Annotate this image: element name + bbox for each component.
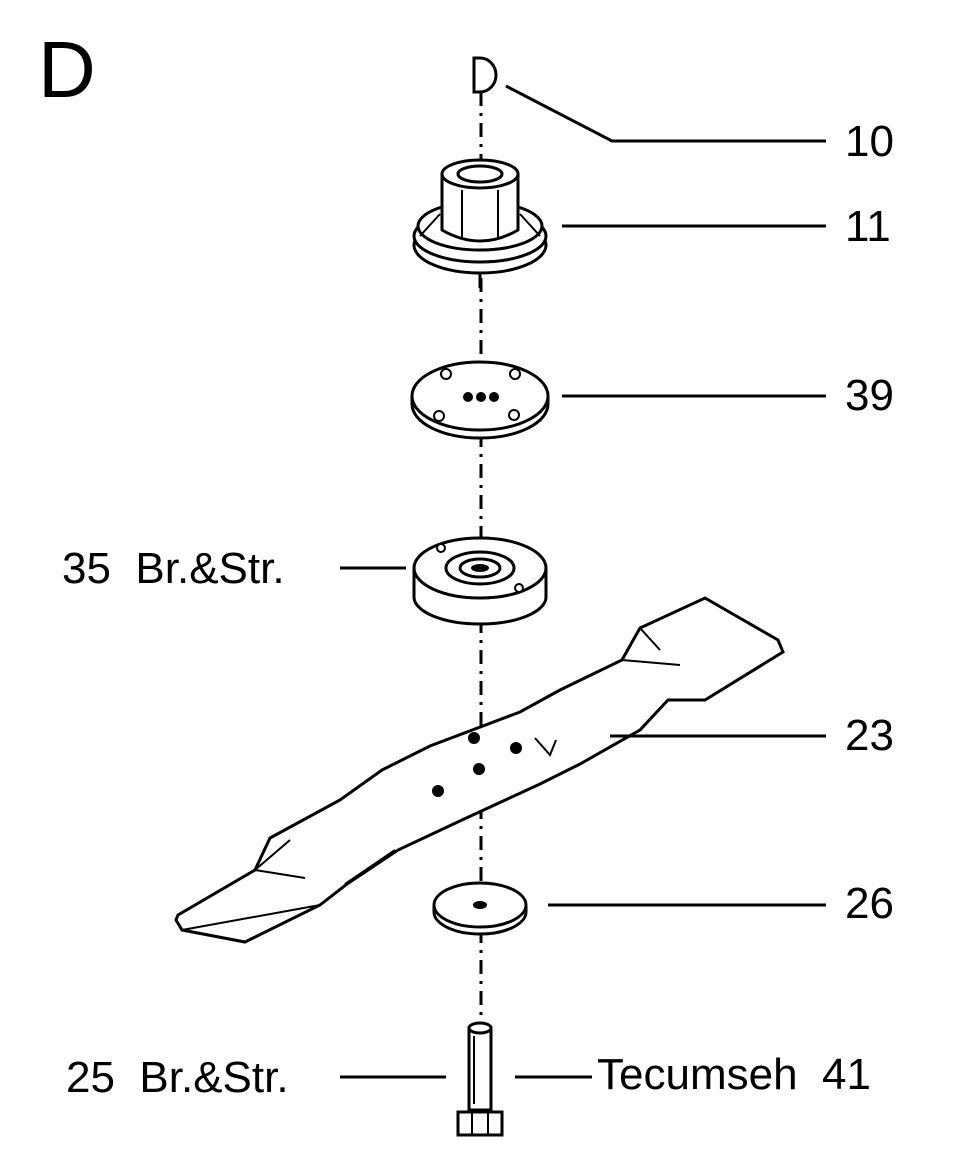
part-10-key (472, 56, 498, 94)
section-letter: D (38, 25, 96, 114)
callout-35: 35 Br.&Str. (62, 544, 285, 593)
part-25-41-bolt (456, 1021, 504, 1137)
part-23-blade (174, 596, 785, 944)
callout-25: 25 Br.&Str. (66, 1053, 289, 1102)
callout-23: 23 (845, 711, 894, 760)
part-35-spacer (412, 536, 548, 626)
leader-10 (505, 84, 826, 143)
callout-11: 11 (845, 202, 891, 251)
callout-39: 39 (845, 371, 894, 420)
callout-26: 26 (845, 879, 894, 928)
part-26-washer (432, 881, 528, 936)
part-39-plate (410, 360, 550, 440)
part-11-blade-adapter (412, 158, 548, 288)
callout-41: Tecumseh 41 (597, 1050, 871, 1099)
callout-10: 10 (845, 117, 894, 166)
